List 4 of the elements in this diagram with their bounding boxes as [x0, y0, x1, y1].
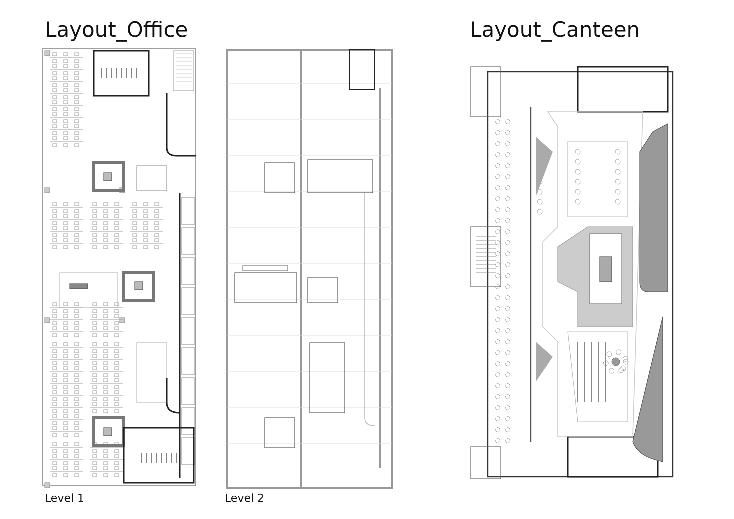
plan-heading: Layout_Canteen — [470, 20, 640, 41]
plan-heading: Layout_Office — [45, 20, 188, 41]
level-caption: Level 1 — [45, 493, 85, 504]
level-caption: Level 2 — [225, 493, 265, 504]
